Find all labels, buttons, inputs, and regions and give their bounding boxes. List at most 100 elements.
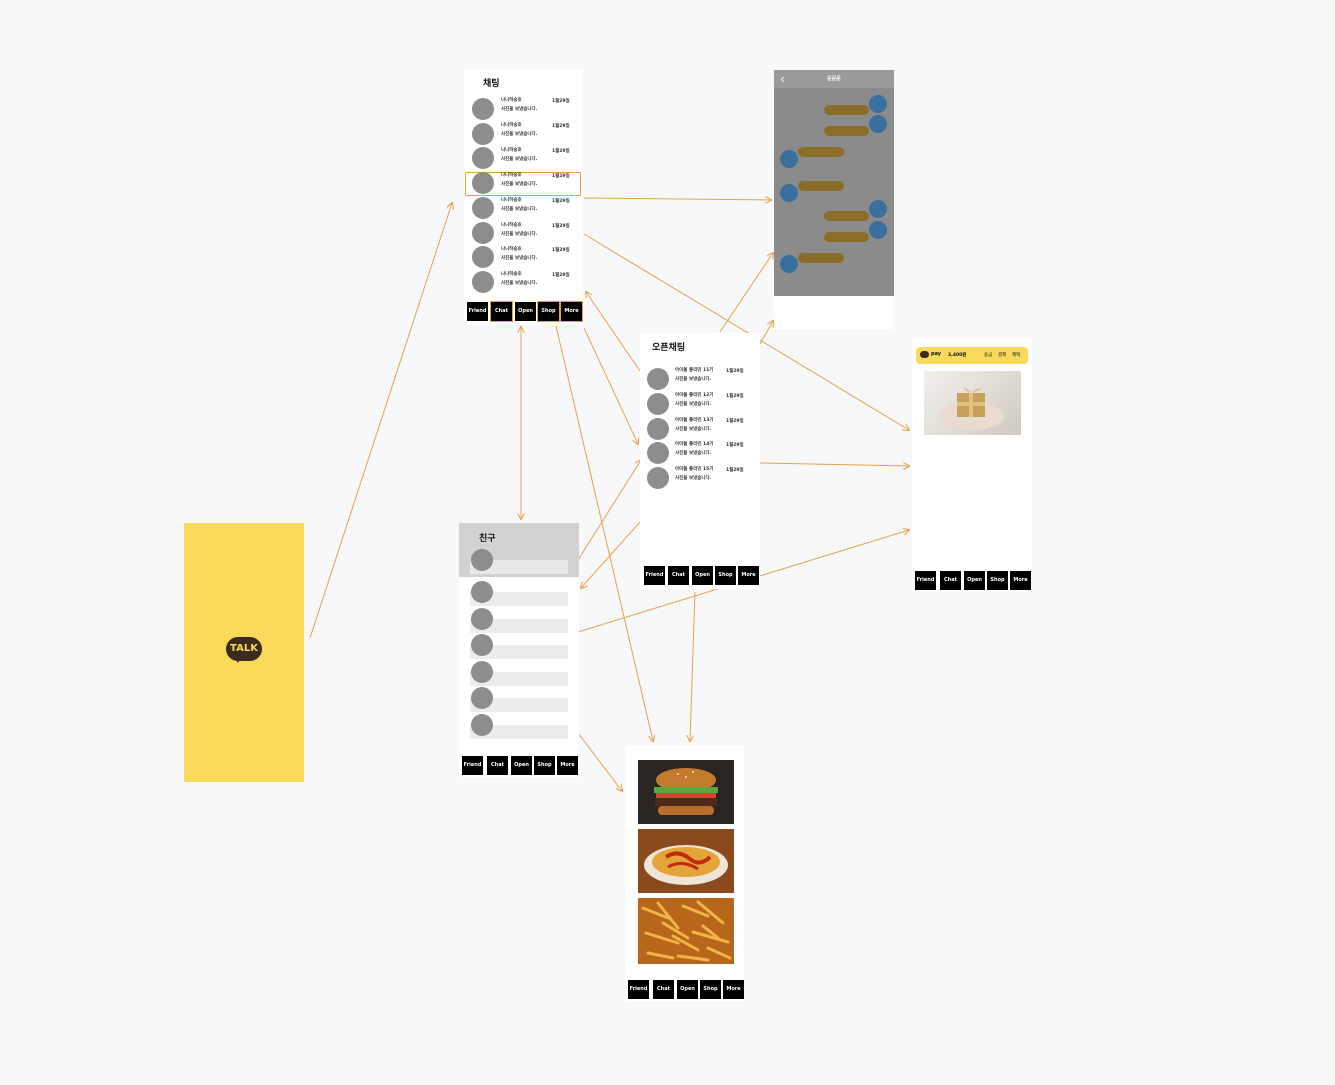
avatar	[472, 147, 494, 169]
gift-box-image[interactable]	[924, 371, 1021, 435]
bottom-nav: Friend Chat Open Shop More	[628, 980, 744, 999]
fries-image[interactable]	[638, 898, 734, 964]
friend-row-bar	[470, 672, 568, 686]
avatar-icon	[780, 255, 798, 273]
open-chat-row-date: 1월29일	[726, 468, 744, 473]
avatar-icon	[869, 221, 887, 239]
food-screen: Friend Chat Open Shop More	[625, 745, 744, 1001]
avatar	[647, 418, 669, 440]
avatar	[471, 581, 493, 603]
kakao-pay-icon	[920, 351, 929, 358]
avatar	[471, 661, 493, 683]
nav-more-button[interactable]: More	[723, 980, 744, 999]
chat-row-name: 나나하숭호	[501, 173, 522, 178]
avatar	[472, 222, 494, 244]
bottom-nav: Friend Chat Open Shop More	[644, 566, 760, 585]
nav-more-button[interactable]: More	[738, 566, 759, 585]
open-chat-row-message: 사진을 보냈습니다.	[675, 451, 712, 456]
fries-with-sauce-image[interactable]	[638, 829, 734, 893]
gift-box-icon	[940, 387, 1004, 430]
nav-more-button[interactable]: More	[560, 301, 583, 322]
pay-label: pay	[931, 351, 942, 357]
nav-shop-button[interactable]: Shop	[537, 301, 560, 322]
chevron-left-icon[interactable]: ‹	[780, 72, 785, 86]
chat-row-message: 사진을 보냈습니다.	[501, 232, 538, 237]
nav-friend-button[interactable]: Friend	[462, 756, 483, 775]
avatar-icon	[869, 200, 887, 218]
avatar	[472, 197, 494, 219]
page-title: 친구	[479, 534, 496, 544]
open-chat-row-date: 1월29일	[726, 443, 744, 448]
sent-message-bubble	[824, 126, 869, 136]
open-chat-row-name: 아이돌 좋리민 13기	[675, 418, 714, 423]
page-title: 채팅	[483, 79, 500, 89]
chat-row-name: 나나하숭호	[501, 98, 522, 103]
friend-row-bar	[470, 619, 568, 633]
selection-highlight	[465, 172, 581, 196]
nav-friend-button[interactable]: Friend	[644, 566, 665, 585]
nav-shop-button[interactable]: Shop	[700, 980, 721, 999]
chat-row-message: 사진을 보냈습니다.	[501, 157, 538, 162]
open-chat-row-date: 1월29일	[726, 394, 744, 399]
pay-payment-button[interactable]: 결제	[998, 353, 1007, 358]
avatar	[471, 608, 493, 630]
avatar-icon	[780, 150, 798, 168]
pay-bar: pay 3,400원 송금 결제 혜택	[916, 347, 1028, 364]
chat-row-message: 사진을 보냈습니다.	[501, 281, 538, 286]
nav-chat-button[interactable]: Chat	[940, 571, 961, 590]
chat-row-message: 사진을 보냈습니다.	[501, 256, 538, 261]
bottom-nav: Friend Chat Open Shop More	[915, 571, 1031, 590]
nav-open-button[interactable]: Open	[964, 571, 985, 590]
burger-image[interactable]	[638, 760, 734, 824]
nav-shop-button[interactable]: Shop	[534, 756, 555, 775]
avatar-icon	[780, 184, 798, 202]
avatar-icon	[869, 95, 887, 113]
open-chat-row-name: 아이돌 좋리민 12기	[675, 393, 714, 398]
nav-more-button[interactable]: More	[1010, 571, 1031, 590]
open-chat-row-name: 아이돌 좋리민 14기	[675, 442, 714, 447]
received-message-bubble	[798, 147, 844, 157]
my-profile-bar	[470, 560, 568, 574]
open-chat-row-name: 아이돌 좋리민 15기	[675, 467, 714, 472]
open-chat-row-name: 아이돌 좋리민 11기	[675, 368, 714, 373]
fries-icon	[641, 900, 732, 962]
nav-chat-button[interactable]: Chat	[653, 980, 674, 999]
avatar	[471, 714, 493, 736]
chat-room-title: 문문문	[827, 76, 841, 82]
bottom-nav: Friend Chat Open Shop More	[467, 301, 583, 322]
open-chat-row-message: 사진을 보냈습니다.	[675, 427, 712, 432]
friend-row-bar	[470, 645, 568, 659]
burger-icon	[654, 768, 718, 815]
nav-open-button[interactable]: Open	[677, 980, 698, 999]
chat-row-date: 1월29일	[552, 174, 570, 179]
nav-shop-button[interactable]: Shop	[987, 571, 1008, 590]
chat-row-message: 사진을 보냈습니다.	[501, 182, 538, 187]
avatar	[472, 246, 494, 268]
avatar	[647, 442, 669, 464]
nav-friend-button[interactable]: Friend	[628, 980, 649, 999]
nav-chat-button[interactable]: Chat	[490, 301, 513, 322]
nav-chat-button[interactable]: Chat	[487, 756, 508, 775]
avatar-icon	[869, 115, 887, 133]
open-chat-row-message: 사진을 보냈습니다.	[675, 377, 712, 382]
avatar	[647, 393, 669, 415]
pay-benefit-button[interactable]: 혜택	[1012, 353, 1021, 358]
nav-open-button[interactable]: Open	[692, 566, 713, 585]
nav-open-button[interactable]: Open	[515, 302, 536, 321]
nav-open-button[interactable]: Open	[511, 756, 532, 775]
chat-row-date: 1월29일	[552, 199, 570, 204]
received-message-bubble	[798, 253, 844, 263]
sent-message-bubble	[824, 232, 869, 242]
nav-chat-button[interactable]: Chat	[668, 566, 689, 585]
friend-row-bar	[470, 698, 568, 712]
nav-friend-button[interactable]: Friend	[915, 571, 936, 590]
nav-friend-button[interactable]: Friend	[467, 302, 488, 321]
nav-more-button[interactable]: More	[557, 756, 578, 775]
open-chat-row-message: 사진을 보냈습니다.	[675, 476, 712, 481]
open-chat-row-date: 1월29일	[726, 419, 744, 424]
pay-send-button[interactable]: 송금	[984, 353, 993, 358]
nav-shop-button[interactable]: Shop	[715, 566, 736, 585]
splash-screen: TALK	[184, 523, 304, 782]
chat-row-name: 나나하숭호	[501, 198, 522, 203]
chat-row-date: 1월29일	[552, 248, 570, 253]
